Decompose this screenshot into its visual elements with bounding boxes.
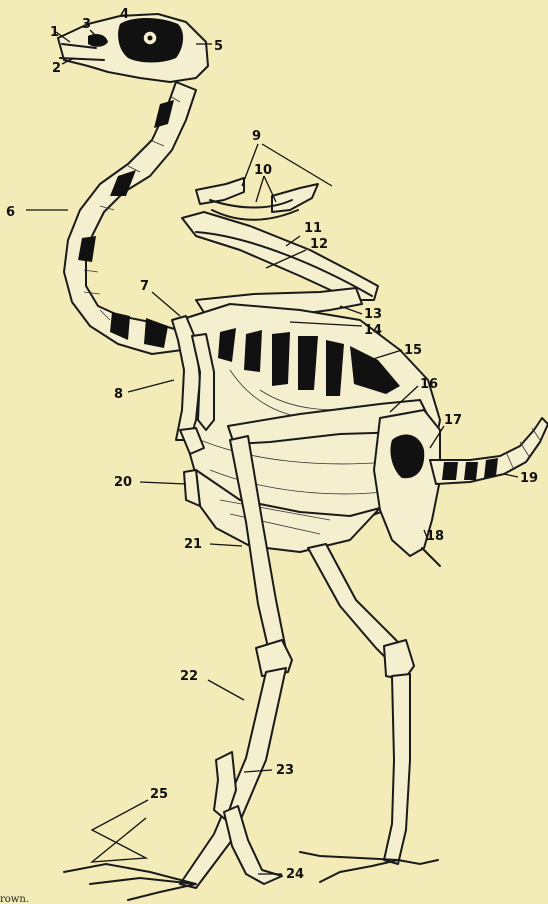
label-16: 16 [420,377,438,392]
trunk [180,304,440,566]
label-11: 11 [304,221,322,236]
label-9: 9 [252,129,261,144]
label-23: 23 [276,763,294,778]
label-12: 12 [310,237,328,252]
label-13: 13 [364,307,382,322]
label-18: 18 [426,529,444,544]
label-14: 14 [364,323,382,338]
label-17: 17 [444,413,462,428]
label-24: 24 [286,867,304,882]
label-21: 21 [184,537,202,552]
label-20: 20 [114,475,132,490]
far-leg [300,544,438,882]
label-25: 25 [150,787,168,802]
label-2: 2 [52,61,61,76]
label-6: 6 [6,205,15,220]
label-8: 8 [114,387,123,402]
near-leg [64,436,292,900]
label-5: 5 [214,39,223,54]
label-19: 19 [520,471,538,486]
label-1: 1 [50,25,59,40]
label-15: 15 [404,343,422,358]
label-22: 22 [180,669,198,684]
label-10: 10 [254,163,272,178]
label-7: 7 [140,279,149,294]
label-4: 4 [120,7,129,22]
wing-bones [182,178,378,322]
figure-credit: rown. [0,894,29,904]
label-3: 3 [82,17,91,32]
